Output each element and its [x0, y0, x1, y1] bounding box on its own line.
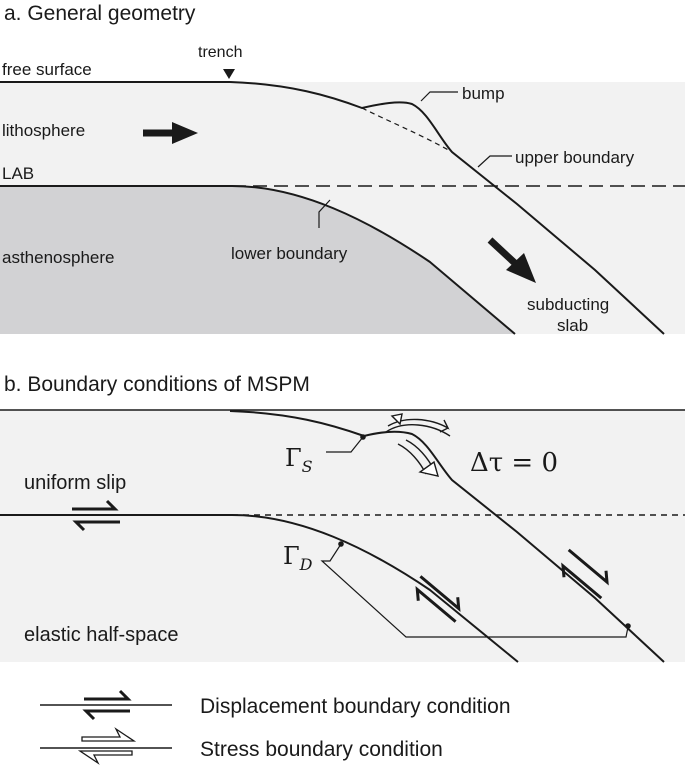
delta-tau-label: Δτ = 0 — [470, 448, 558, 478]
plate-motion-arrow-icon — [143, 122, 198, 144]
legend-stress-label: Stress boundary condition — [200, 738, 443, 761]
displacement-arrows-lower-icon — [415, 575, 461, 623]
panel-a: a. General geometry free surface trench … — [0, 2, 685, 335]
displacement-arrows-upper-icon — [561, 548, 609, 600]
lower-boundary-label: lower boundary — [231, 244, 348, 263]
uniform-slip-icon — [72, 499, 120, 532]
asthenosphere-label: asthenosphere — [2, 248, 114, 267]
bump-label: bump — [462, 84, 505, 103]
bump-leader — [420, 91, 458, 102]
slab-label: slab — [557, 316, 588, 335]
trench-label: trench — [198, 44, 242, 61]
panel-b: b. Boundary conditions of MSPM ΓS ΓD Δτ … — [0, 373, 685, 663]
legend-displacement-label: Displacement boundary condition — [200, 695, 511, 718]
original-surface-dashed — [361, 107, 453, 153]
lower-boundary-leader — [318, 199, 331, 228]
free-surface-label: free surface — [2, 60, 92, 79]
legend-stress-icon — [40, 727, 172, 765]
legend-displacement-icon — [40, 689, 172, 721]
upper-boundary-line — [229, 81, 665, 335]
upper-boundary-b — [229, 410, 665, 663]
elastic-half-space-label: elastic half-space — [24, 624, 179, 646]
legend: Displacement boundary condition Stress b… — [40, 689, 511, 765]
slab-motion-arrow-icon — [487, 237, 536, 283]
stress-arrows-bump-icon — [385, 413, 451, 477]
upper-boundary-leader — [477, 155, 512, 168]
gamma-d-dot-2 — [625, 623, 631, 629]
lithosphere-layer — [0, 82, 685, 186]
trench-marker — [223, 69, 235, 79]
slab-region — [232, 186, 685, 334]
uniform-slip-label: uniform slip — [24, 472, 126, 494]
upper-boundary-label: upper boundary — [515, 148, 635, 167]
gamma-s-leader — [326, 436, 364, 453]
gamma-s-label: ΓS — [285, 444, 313, 476]
lab-label: LAB — [2, 164, 34, 183]
lower-boundary-line — [231, 185, 516, 335]
lithosphere-label: lithosphere — [2, 121, 85, 140]
panel-b-title: b. Boundary conditions of MSPM — [4, 373, 310, 396]
gamma-d-label: ΓD — [283, 542, 313, 574]
subducting-label: subducting — [527, 295, 609, 314]
lower-boundary-b — [231, 514, 519, 663]
gamma-d-leader — [320, 543, 629, 638]
panel-a-title: a. General geometry — [4, 2, 196, 25]
